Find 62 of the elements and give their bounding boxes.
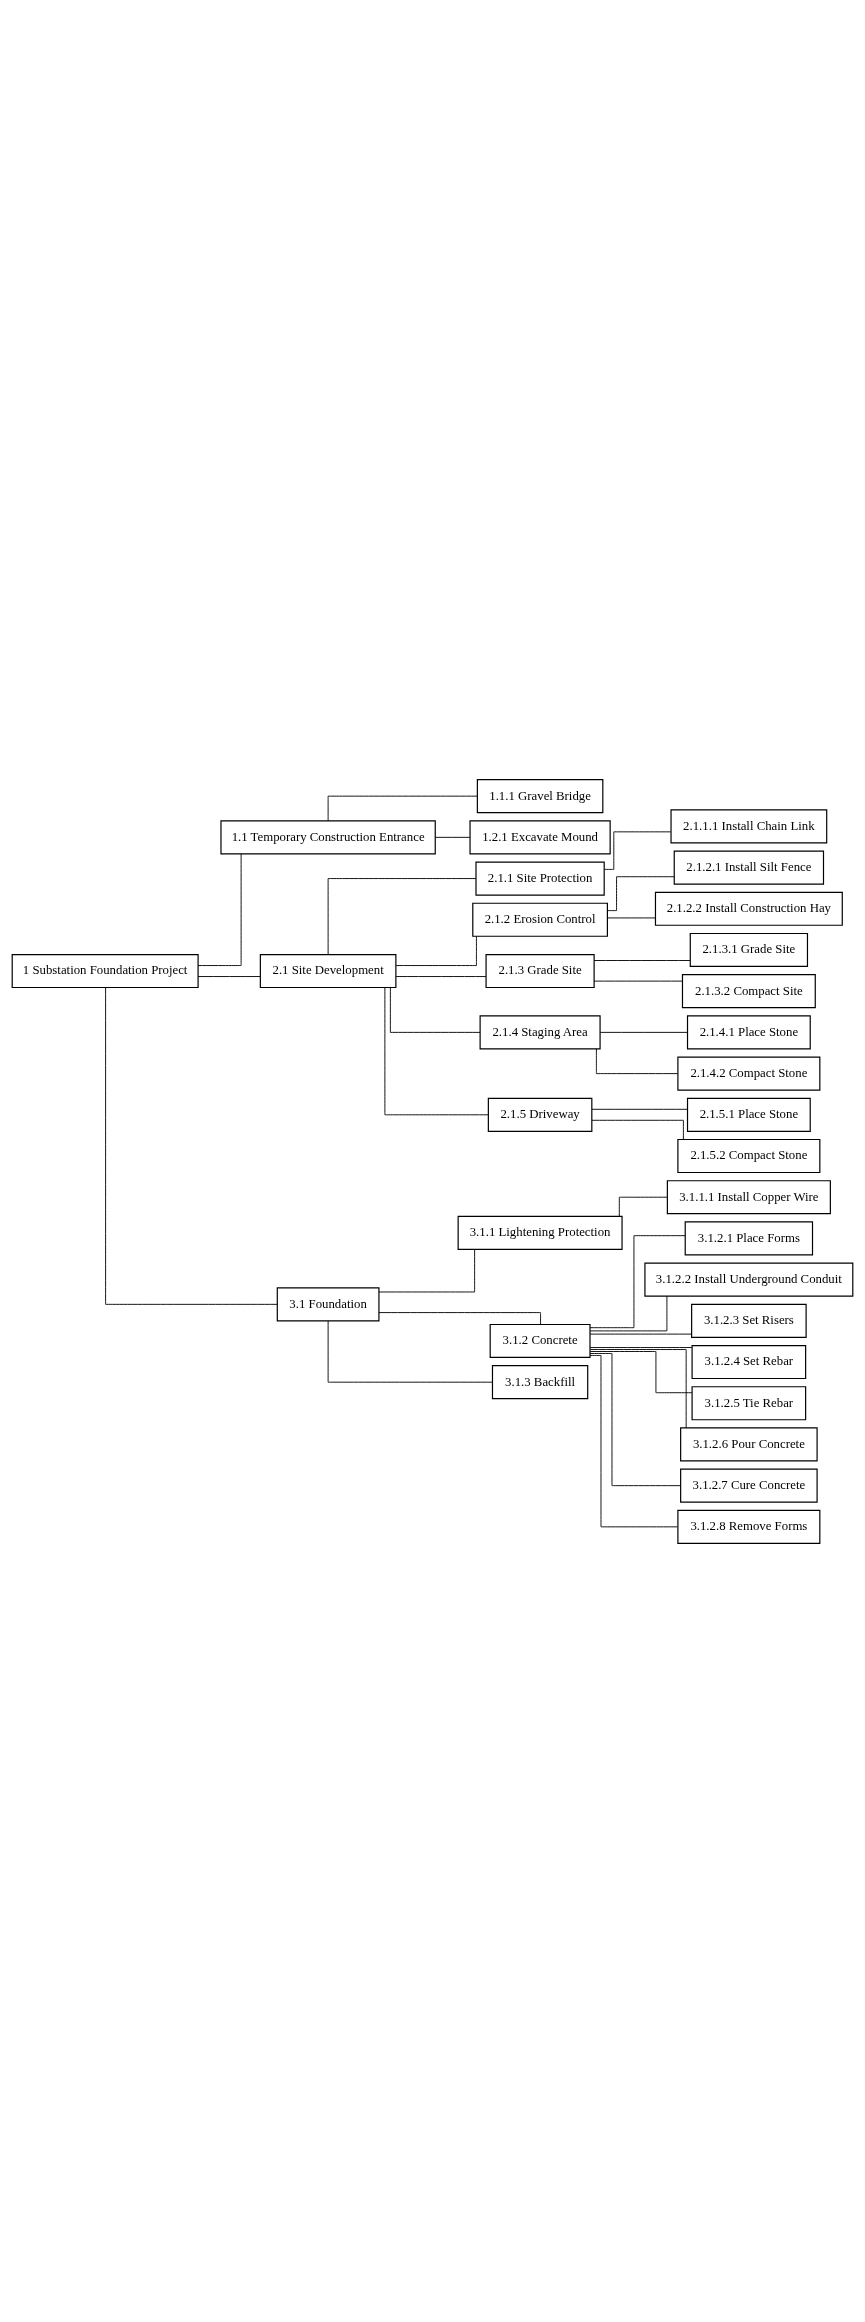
connector: [607, 875, 675, 911]
node-box: 3.1.2.2 Install Underground Conduit: [644, 1262, 854, 1297]
connector: [378, 1311, 541, 1325]
node-box: 2.1.1.1 Install Chain Link: [670, 808, 828, 843]
node-box: 3.1.2.3 Set Risers: [691, 1303, 807, 1338]
connector: [618, 1196, 668, 1217]
node-box: 2.1.3.1 Grade Site: [689, 932, 809, 967]
node-box: 3.1.2.4 Set Rebar: [691, 1344, 807, 1379]
connector: [197, 975, 261, 977]
node-box: 3.1.2.6 Pour Concrete: [680, 1426, 818, 1462]
connector: [589, 1354, 678, 1527]
connector: [593, 959, 691, 961]
node-box: 3.1.1 Lightening Protection: [457, 1215, 623, 1250]
connector: [389, 986, 481, 1033]
node-box: 2.1.2.2 Install Construction Hay: [654, 891, 843, 926]
node-box: 2.1.1 Site Protection: [475, 860, 605, 896]
connector: [595, 1047, 678, 1074]
connector: [589, 1352, 681, 1486]
connector: [604, 830, 672, 870]
connector: [378, 1248, 476, 1292]
node-box: 3.1.1.1 Install Copper Wire: [666, 1179, 831, 1214]
connector: [599, 1031, 688, 1033]
connector: [589, 1234, 686, 1328]
connector: [197, 852, 242, 966]
node-box: 2.1.3 Grade Site: [485, 953, 595, 988]
connector: [607, 916, 656, 918]
connector: [105, 986, 278, 1305]
connector: [593, 980, 683, 982]
connector: [589, 1295, 668, 1331]
node-box: 2.1.5.1 Place Stone: [686, 1097, 811, 1132]
node-box: 2.1.3.2 Compact Site: [681, 973, 816, 1008]
node-box: 3.1.2.1 Place Forms: [684, 1220, 814, 1255]
connector: [327, 1319, 493, 1383]
node-box: 1.1 Temporary Construction Entrance: [220, 819, 436, 854]
connector: [395, 975, 487, 977]
node-box: 3.1 Foundation: [276, 1286, 380, 1321]
connector: [589, 1348, 687, 1428]
node-box: 1.1.1 Gravel Bridge: [476, 778, 604, 813]
connector: [589, 1333, 692, 1335]
connector: [395, 935, 477, 966]
connector: [384, 986, 489, 1115]
node-box: 2.1 Site Development: [259, 953, 397, 988]
node-box: 2.1.4 Staging Area: [479, 1014, 601, 1049]
connector: [589, 1346, 693, 1348]
node-box: 2.1.5 Driveway: [487, 1097, 593, 1132]
node-box: 2.1.2.1 Install Silt Fence: [673, 850, 825, 885]
connector: [434, 836, 471, 838]
node-box: 2.1.2 Erosion Control: [472, 902, 608, 937]
connector: [589, 1350, 693, 1393]
connector: [591, 1108, 688, 1110]
connector: [327, 877, 477, 955]
node-box: 3.1.2.8 Remove Forms: [677, 1509, 821, 1544]
node-box: 1.2.1 Excavate Mound: [469, 819, 611, 854]
node-box: 2.1.4.2 Compact Stone: [677, 1056, 821, 1091]
node-box: 3.1.2.7 Cure Concrete: [680, 1468, 818, 1503]
node-box: 3.1.2 Concrete: [489, 1323, 591, 1358]
node-box: 3.1.3 Backfill: [491, 1364, 589, 1399]
connector: [591, 1119, 684, 1140]
node-box: 3.1.2.5 Tie Rebar: [691, 1385, 807, 1420]
node-box: 1 Substation Foundation Project: [11, 953, 199, 988]
node-box: 2.1.4.1 Place Stone: [686, 1014, 811, 1049]
node-box: 2.1.5.2 Compact Stone: [677, 1138, 821, 1173]
